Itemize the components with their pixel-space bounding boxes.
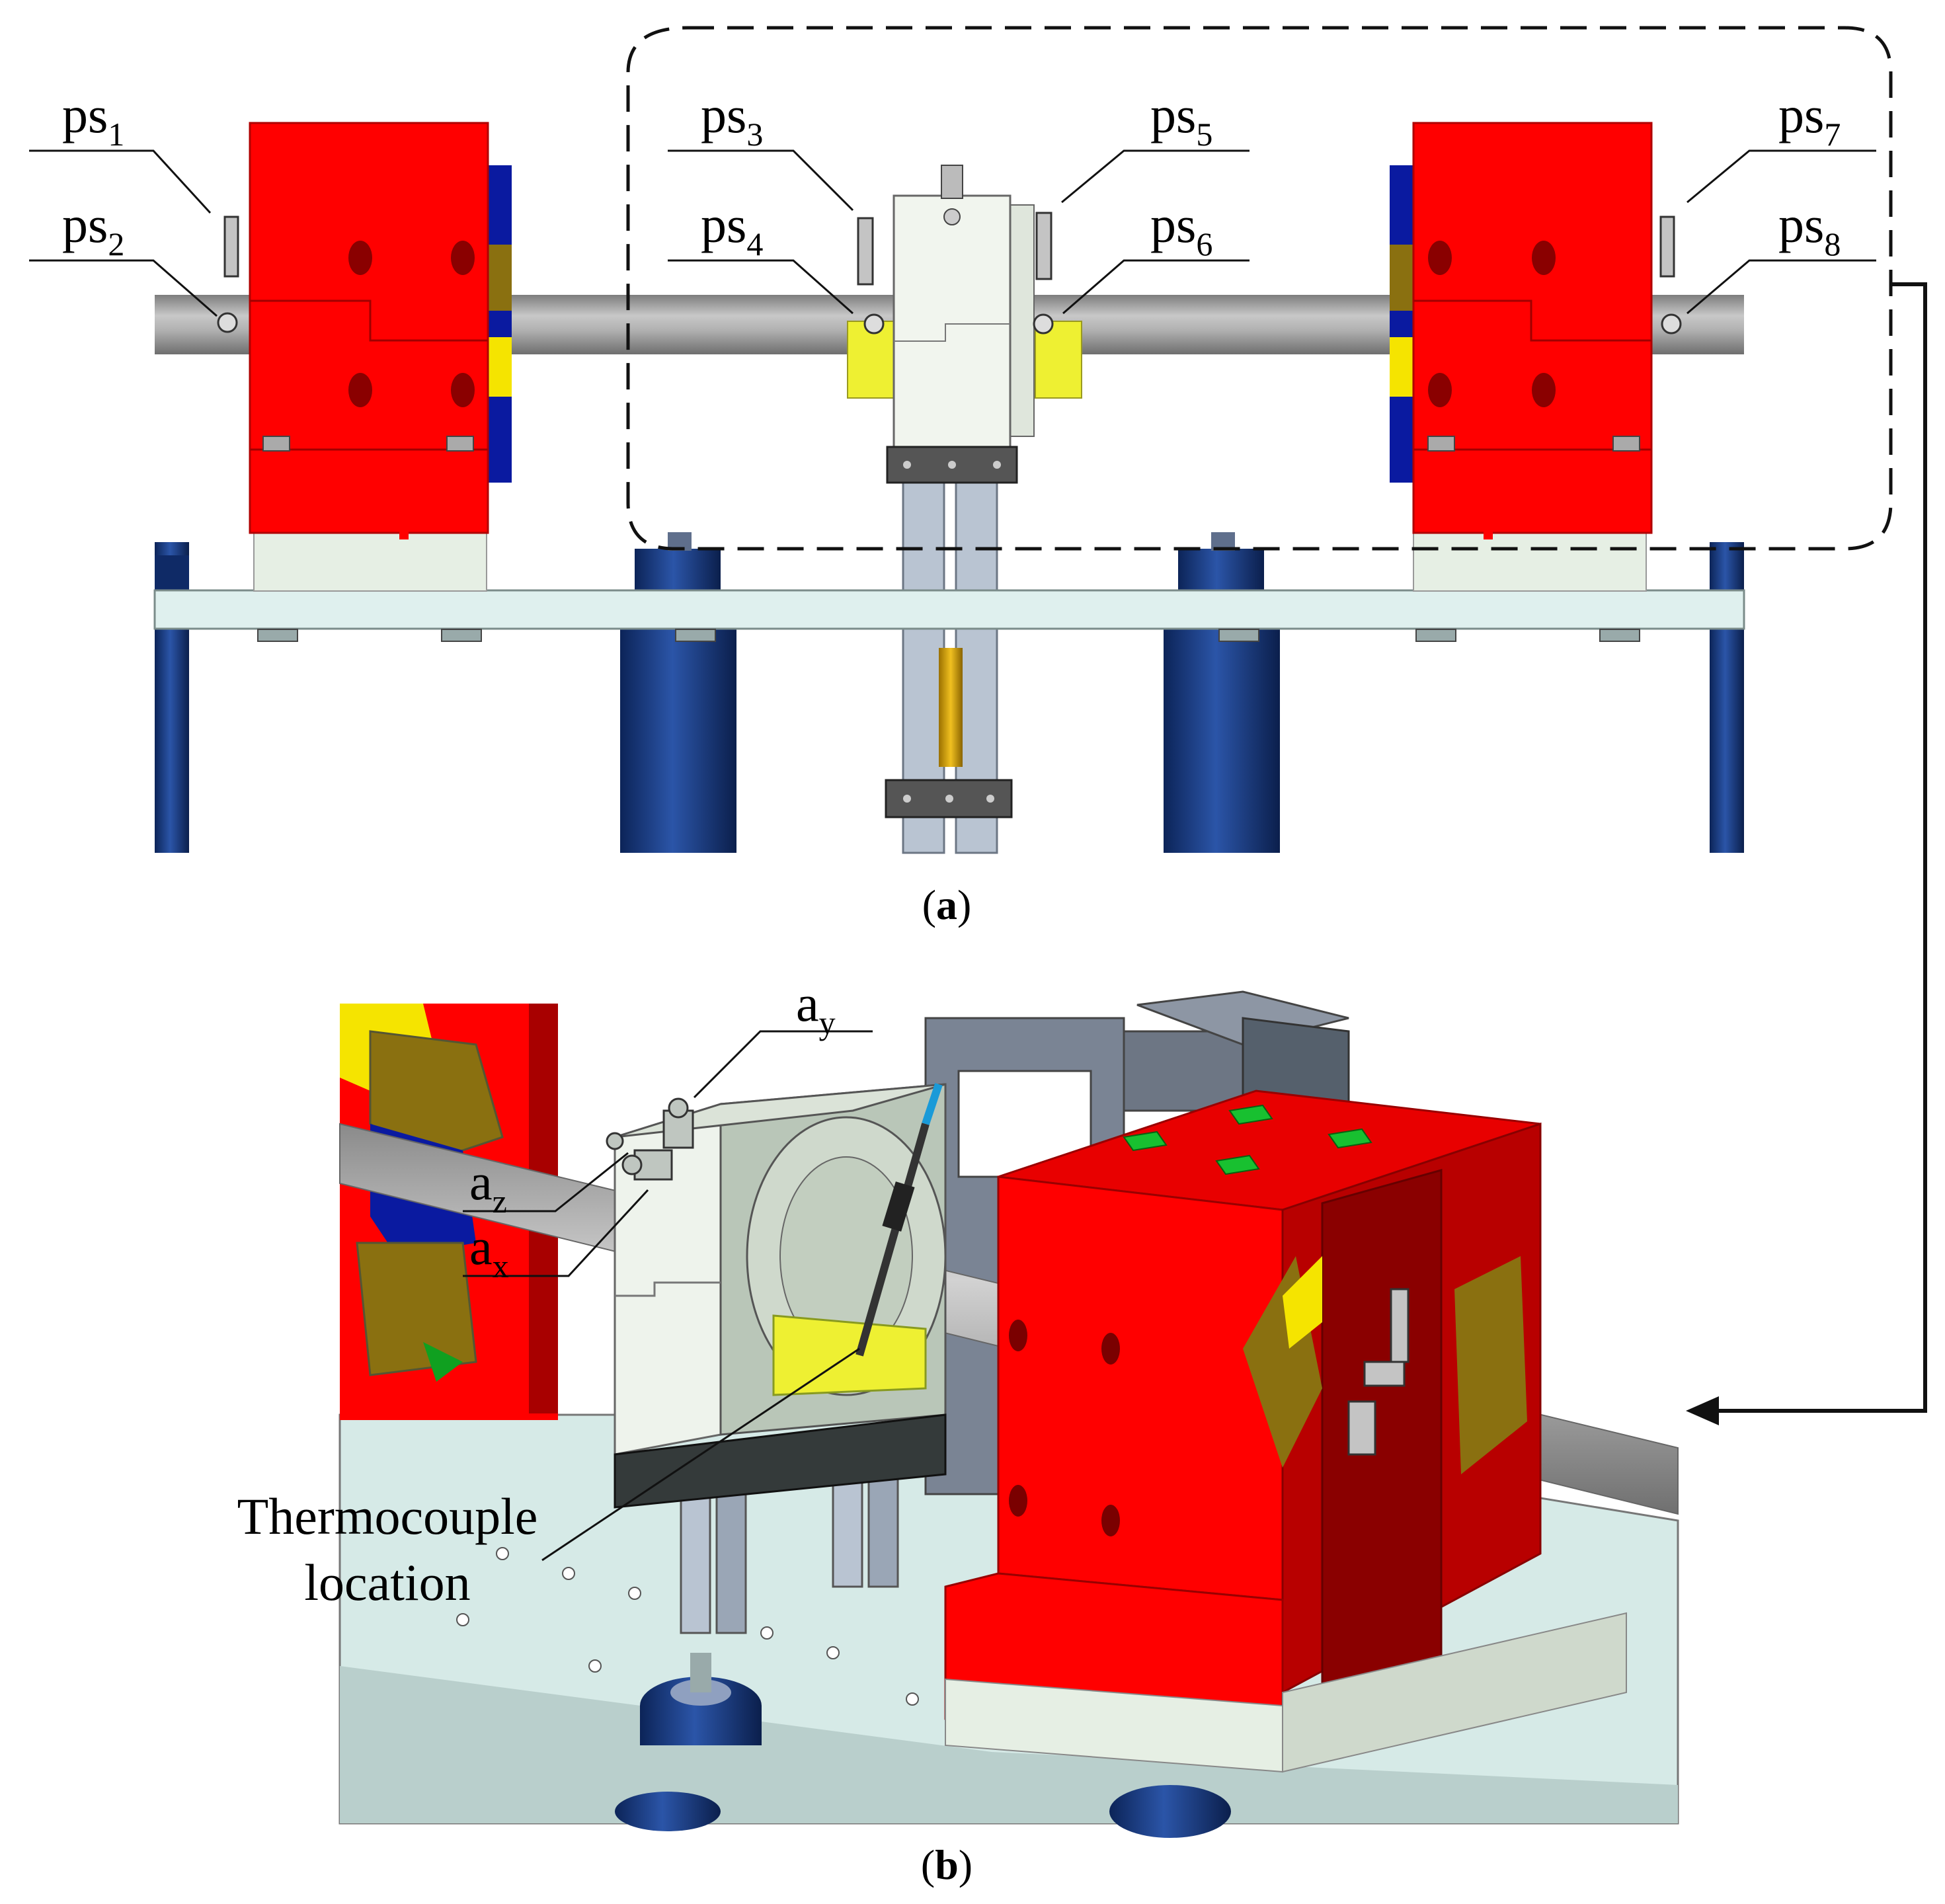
label-ps6: ps6 [1150, 196, 1212, 262]
label-ay-base: a [796, 974, 819, 1032]
plate-bolts [257, 629, 1640, 642]
label-ps8: ps8 [1778, 196, 1841, 262]
caption-a: (a) [922, 881, 972, 928]
label-az-sub: z [493, 1183, 507, 1220]
label-ps6-base: ps [1150, 196, 1196, 253]
label-ps5-base: ps [1150, 86, 1196, 143]
label-ps5-sub: 5 [1196, 116, 1212, 153]
label-ps2-sub: 2 [108, 225, 124, 262]
label-ps4-base: ps [701, 196, 746, 253]
label-ps4: ps4 [701, 196, 763, 262]
base-plate [153, 589, 1745, 630]
label-ps1-sub: 1 [108, 116, 124, 153]
label-ps3-base: ps [701, 86, 746, 143]
panel-a-front-view: ps1 ps2 ps3 ps4 ps5 ps6 ps7 ps8 (a) [29, 26, 1927, 1425]
label-ax-sub: x [493, 1248, 509, 1285]
magnet-right-3d [944, 1090, 1627, 1773]
label-ps2-base: ps [62, 196, 108, 253]
detail-outline [626, 26, 1893, 551]
caption-b-letter: b [935, 1841, 959, 1888]
magnet-base-right [1413, 532, 1647, 592]
proximity-sensor-bodies [217, 212, 1682, 335]
label-az: az [469, 1153, 507, 1220]
label-ps3-sub: 3 [746, 116, 763, 153]
label-ps7-sub: 7 [1824, 116, 1841, 153]
bearing-housing-a [847, 165, 1082, 484]
central-posts [885, 481, 1013, 854]
magnet-left [249, 122, 512, 539]
detail-arrow-line [1706, 282, 1927, 1413]
accelerometers [606, 1097, 694, 1181]
label-ps8-sub: 8 [1824, 225, 1841, 262]
magnet-right [1390, 122, 1653, 539]
label-ps1-base: ps [62, 86, 108, 143]
caption-a-letter: a [936, 881, 957, 928]
label-ps3: ps3 [701, 86, 763, 153]
b-leaders [463, 1030, 873, 1562]
label-thermocouple-line1: Thermocouple [237, 1488, 538, 1545]
label-ax: ax [469, 1218, 509, 1285]
caption-b: (b) [921, 1841, 973, 1888]
label-ax-base: a [469, 1218, 493, 1275]
label-az-base: a [469, 1153, 493, 1210]
floor-plate-edge [340, 1666, 1678, 1823]
label-ps1: ps1 [62, 86, 124, 153]
label-ps5: ps5 [1150, 86, 1212, 153]
label-ps2: ps2 [62, 196, 124, 262]
label-thermocouple-line2: location [304, 1554, 470, 1611]
label-ps6-sub: 6 [1196, 225, 1212, 262]
label-ps8-base: ps [1778, 196, 1824, 253]
label-ay: ay [796, 974, 836, 1041]
thermocouple-probe [855, 1083, 943, 1357]
panel-b-isometric-view: ay az ax Thermocouple location (b) [237, 974, 1679, 1888]
label-ay-sub: y [819, 1004, 836, 1041]
label-ps7-base: ps [1778, 86, 1824, 143]
label-ps7: ps7 [1778, 86, 1841, 153]
bearing-housing-b [614, 1083, 947, 1509]
magnet-base-left [253, 532, 487, 592]
sensor-leaders [29, 149, 1876, 317]
detail-arrow-head [1686, 1396, 1719, 1425]
label-ps4-sub: 4 [746, 225, 763, 262]
support-pedestals-b [615, 1653, 1231, 1838]
proximity-sensor-b [1347, 1288, 1409, 1456]
